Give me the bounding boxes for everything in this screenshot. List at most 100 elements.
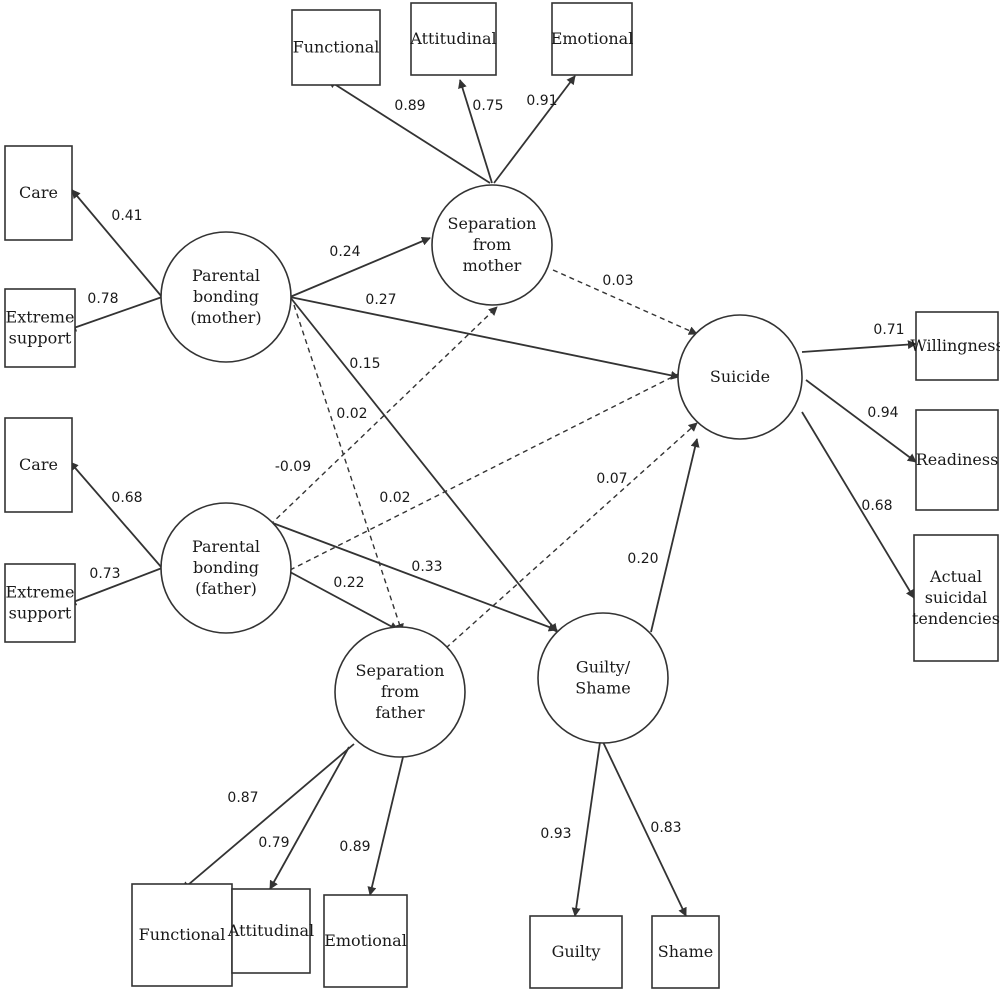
path-arrow-sep-father-to-father-attitudinal — [269, 746, 350, 890]
path-arrow-sep-mother-to-mother-emotional — [493, 75, 576, 184]
node-label-line: bonding — [193, 287, 259, 306]
latent-construct-circle — [160, 502, 292, 634]
indicator-box — [410, 2, 497, 76]
latent-node-pb-father: Parental bonding (father) — [160, 502, 292, 634]
path-arrow-pb-mother-to-suicide — [289, 296, 680, 380]
node-label-line: Functional — [293, 38, 380, 57]
path-arrow-sep-mother-to-mother-attitudinal — [458, 79, 493, 184]
path-coefficient-label: 0.89 — [394, 98, 425, 114]
indicator-box — [529, 915, 623, 989]
indicator-node-guilty: Guilty — [529, 915, 623, 989]
path-coefficient-label: 0.33 — [411, 559, 442, 575]
path-coefficient-label: 0.91 — [526, 93, 557, 109]
path-arrow-pb-father-to-suicide — [289, 364, 697, 571]
node-label-line: Attitudinal — [409, 29, 496, 48]
indicator-node-willingness: Willingness — [910, 311, 1000, 381]
latent-construct-circle — [160, 231, 292, 363]
path-coefficient-label: 0.93 — [540, 826, 571, 842]
path-coefficient-label: 0.78 — [87, 291, 118, 307]
path-coefficient-label: 0.73 — [89, 566, 120, 582]
latent-construct-circle — [677, 314, 803, 440]
indicator-box — [4, 145, 73, 241]
node-label-line: Emotional — [551, 29, 634, 48]
node-label-line: suicidal — [925, 588, 988, 607]
path-arrow-guilt-shame-to-shame — [602, 741, 687, 917]
indicator-box — [915, 409, 999, 511]
node-label-line: Guilty — [552, 942, 601, 961]
indicator-node-shame: Shame — [651, 915, 720, 989]
path-arrow-pb-father-to-sep-father — [289, 571, 399, 631]
indicator-node-father-attitudinal: Attitudinal — [227, 888, 314, 974]
node-label-line: Attitudinal — [227, 921, 314, 940]
path-arrow-pb-father-to-extreme-father — [67, 567, 163, 606]
path-arrow-pb-mother-to-care-mother — [71, 189, 163, 298]
path-coefficient-label: 0.68 — [111, 490, 142, 506]
path-coefficient-label: 0.22 — [333, 575, 364, 591]
path-arrow-pb-mother-to-guilt-shame — [289, 296, 558, 633]
path-coefficient-label: 0.02 — [336, 406, 367, 422]
path-coefficient-label: 0.94 — [867, 405, 898, 421]
indicator-box — [551, 2, 633, 76]
path-arrow-pb-father-to-guilt-shame — [269, 521, 558, 632]
node-label-line: (father) — [195, 579, 257, 598]
node-label-line: Extreme — [6, 308, 75, 327]
node-label-line: Parental — [192, 537, 260, 556]
indicator-node-mother-attitudinal: Attitudinal — [409, 2, 497, 76]
indicator-box — [915, 311, 999, 381]
node-label-line: Suicide — [710, 367, 770, 386]
path-arrow-guilt-shame-to-suicide — [650, 438, 700, 633]
latent-construct-circle — [431, 184, 553, 306]
indicator-node-father-emotional: Emotional — [323, 894, 408, 988]
node-label-line: support — [9, 604, 72, 623]
path-coefficient-label: 0.41 — [111, 208, 142, 224]
node-label-line: Willingness — [910, 336, 1000, 355]
indicator-box — [131, 883, 233, 987]
latent-node-pb-mother: Parental bonding (mother) — [160, 231, 292, 363]
edges-layer — [67, 75, 917, 917]
indicator-box — [323, 894, 408, 988]
node-label-line: Functional — [139, 925, 226, 944]
path-arrow-pb-mother-to-extreme-mother — [67, 296, 163, 332]
indicator-node-father-functional: Functional — [131, 883, 233, 987]
node-label-line: Care — [19, 455, 58, 474]
path-coefficient-label: 0.87 — [227, 790, 258, 806]
path-arrow-pb-mother-to-sep-father — [293, 304, 404, 633]
path-coefficient-label: -0.09 — [275, 459, 311, 475]
path-arrow-suicide-to-readiness — [805, 379, 917, 463]
path-arrow-sep-father-to-suicide — [445, 422, 698, 649]
node-label-line: Separation — [448, 214, 537, 233]
path-arrow-sep-father-to-father-emotional — [367, 756, 404, 896]
path-coefficient-label: 0.15 — [349, 356, 380, 372]
indicator-node-readiness: Readiness — [915, 409, 999, 511]
path-arrow-guilt-shame-to-guilty — [571, 741, 601, 917]
path-coefficient-label: 0.68 — [861, 498, 892, 514]
latent-node-guilt-shame: Guilty/Shame — [537, 612, 669, 744]
node-label-line: Guilty/ — [576, 658, 631, 677]
node-label-line: (mother) — [190, 308, 261, 327]
indicator-box — [231, 888, 311, 974]
path-coefficient-label: 0.79 — [258, 835, 289, 851]
path-coefficient-label: 0.20 — [627, 551, 658, 567]
node-label-line: tendencies — [912, 609, 1000, 628]
node-label-line: Parental — [192, 266, 260, 285]
indicator-box — [913, 534, 999, 662]
latent-construct-circle — [537, 612, 669, 744]
indicator-box — [651, 915, 720, 989]
node-label-line: Separation — [356, 661, 445, 680]
path-coefficient-label: 0.24 — [329, 244, 360, 260]
path-arrow-pb-father-to-care-father — [69, 461, 163, 569]
indicator-node-care-mother: Care — [4, 145, 73, 241]
node-label-line: bonding — [193, 558, 259, 577]
path-coefficient-label: 0.27 — [365, 292, 396, 308]
indicator-node-mother-functional: Functional — [291, 9, 381, 86]
path-coefficient-label: 0.71 — [873, 322, 904, 338]
indicator-node-care-father: Care — [4, 417, 73, 513]
path-arrow-suicide-to-actual — [801, 411, 915, 599]
